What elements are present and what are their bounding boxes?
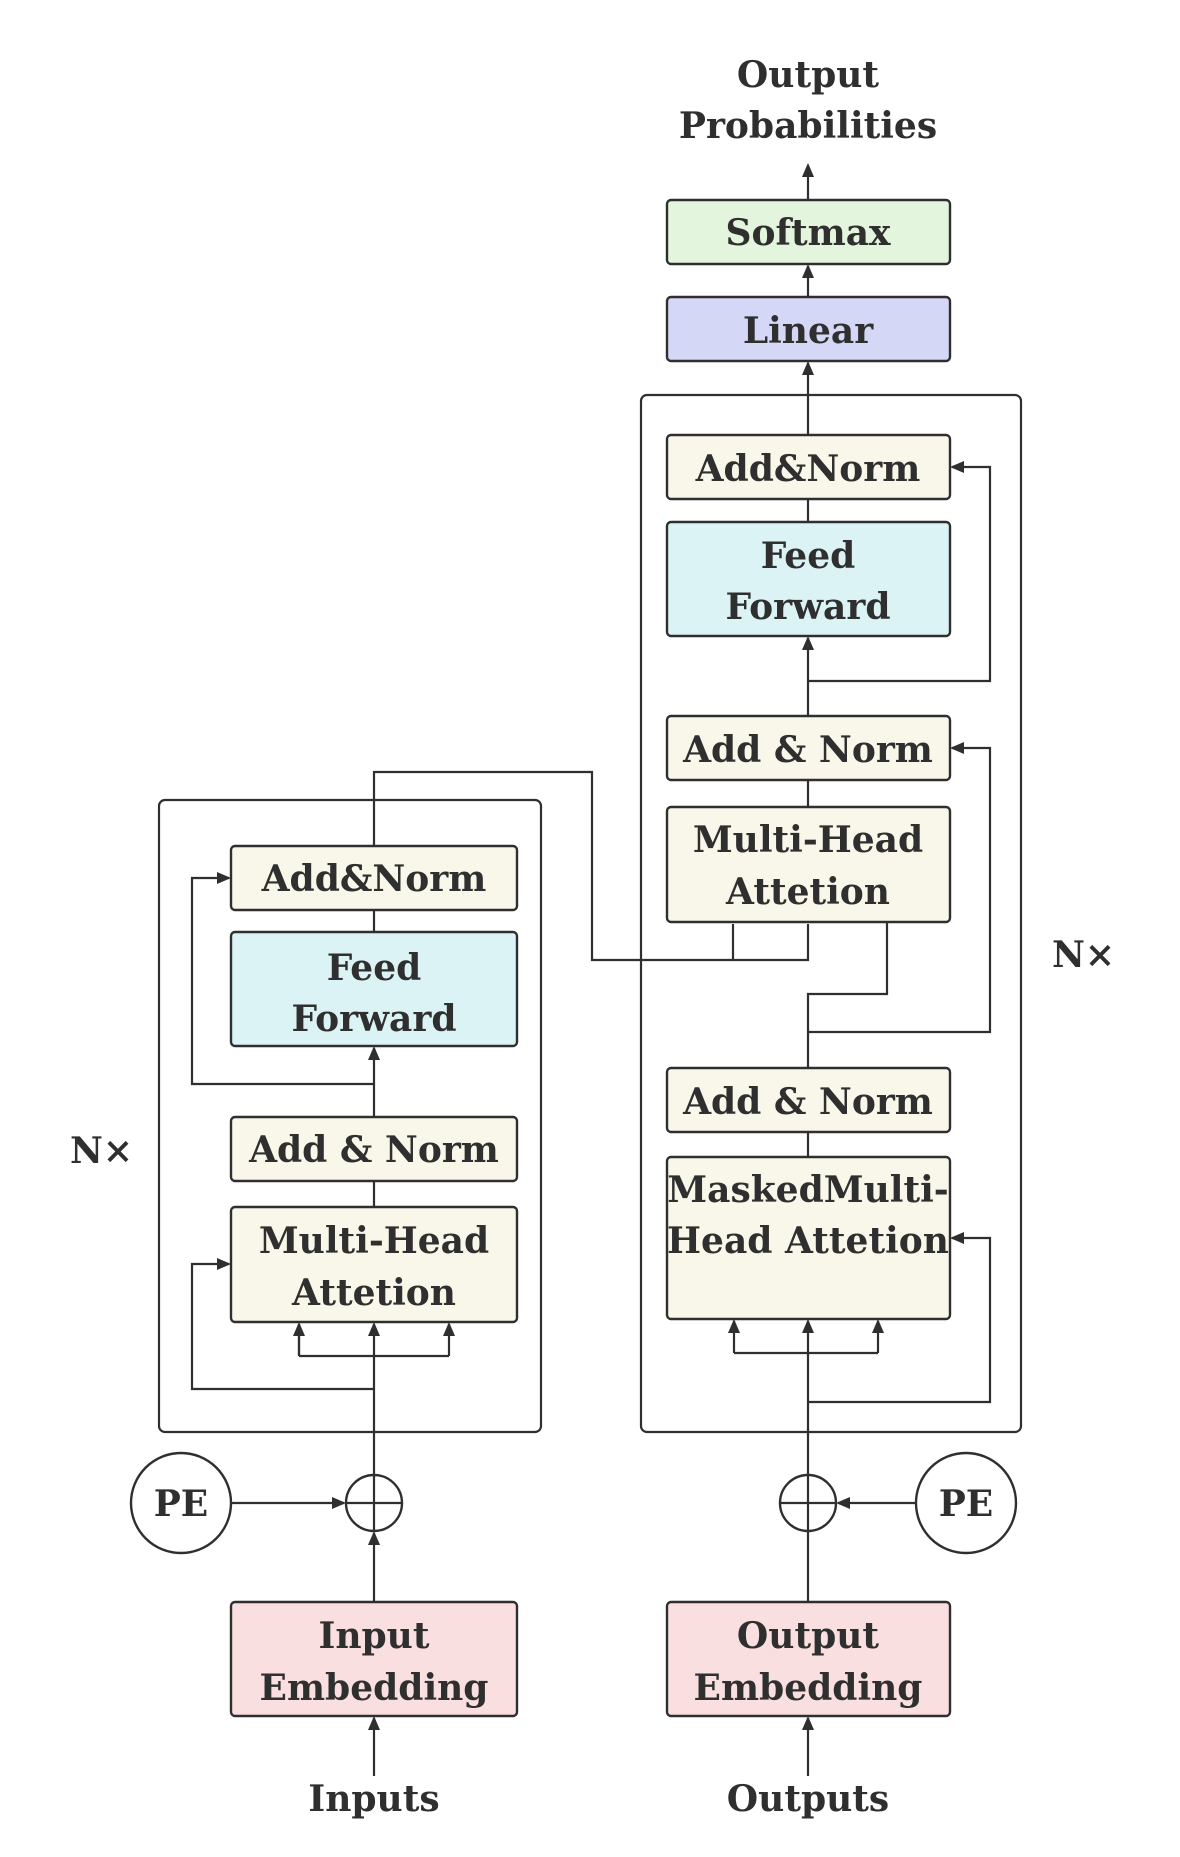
decoder-repeat-label: N× xyxy=(1052,934,1115,976)
encoder-feed-forward: Feed Forward xyxy=(229,930,519,1048)
encoder-mha-label-2: Attetion xyxy=(291,1272,456,1314)
encoder-residual-1 xyxy=(190,1258,374,1391)
decoder: Output Probabilities Softmax Linear Add&… xyxy=(639,54,1115,1820)
decoder-masked-attention-label-1: MaskedMulti- xyxy=(667,1169,948,1211)
decoder-query-path xyxy=(806,922,889,1068)
decoder-residual-3 xyxy=(808,461,992,683)
decoder-add-norm-mid: Add & Norm xyxy=(665,714,952,782)
encoder-input-embedding: Input Embedding xyxy=(229,1600,519,1718)
decoder-block-frame xyxy=(639,393,1023,1434)
decoder-pe-label: PE xyxy=(939,1483,994,1525)
decoder-output-embedding-label-1: Output xyxy=(737,1615,880,1657)
encoder-multi-head-attention: Multi-Head Attetion xyxy=(229,1205,519,1324)
decoder-add-norm-mid-label: Add & Norm xyxy=(682,729,933,771)
softmax-layer: Softmax xyxy=(665,198,952,266)
linear-layer: Linear xyxy=(665,295,952,363)
encoder-add-circle-icon xyxy=(344,1473,404,1533)
encoder-input-embedding-label-2: Embedding xyxy=(260,1667,489,1709)
decoder-masked-attention: MaskedMulti- Head Attetion xyxy=(665,1155,952,1321)
linear-label: Linear xyxy=(743,310,874,352)
decoder-residual-1 xyxy=(808,1232,992,1404)
encoder-add-norm-top: Add&Norm xyxy=(229,844,519,912)
encoder-mha-label-1: Multi-Head xyxy=(259,1220,489,1262)
decoder-cross-attention-label-1: Multi-Head xyxy=(693,819,923,861)
encoder-input-embedding-label-1: Input xyxy=(319,1615,430,1657)
output-probabilities-label-1: Output xyxy=(737,54,880,96)
encoder-positional-encoding: PE xyxy=(129,1451,233,1555)
encoder-feed-forward-label-1: Feed xyxy=(327,947,422,989)
decoder-positional-encoding: PE xyxy=(914,1451,1018,1555)
encoder-residual-2 xyxy=(190,872,374,1086)
decoder-feed-forward-label-2: Forward xyxy=(725,586,890,628)
decoder-cross-attention-label-2: Attetion xyxy=(725,871,890,913)
decoder-cross-attention: Multi-Head Attetion xyxy=(665,805,952,924)
decoder-masked-attention-label-2: Head Attetion xyxy=(667,1220,949,1262)
softmax-label: Softmax xyxy=(725,212,891,254)
decoder-feed-forward: Feed Forward xyxy=(665,520,952,638)
encoder-add-norm-bottom-label: Add & Norm xyxy=(248,1129,499,1171)
encoder-add-norm-top-label: Add&Norm xyxy=(261,858,487,900)
encoder-pe-label: PE xyxy=(154,1483,209,1525)
decoder-outputs-label: Outputs xyxy=(727,1778,889,1820)
decoder-add-norm-bottom-label: Add & Norm xyxy=(682,1081,933,1123)
decoder-add-norm-top: Add&Norm xyxy=(665,433,952,501)
decoder-output-embedding: Output Embedding xyxy=(665,1600,952,1718)
decoder-feed-forward-label-1: Feed xyxy=(761,535,856,577)
encoder-add-norm-bottom: Add & Norm xyxy=(229,1115,519,1183)
encoder-inputs-label: Inputs xyxy=(308,1778,439,1820)
decoder-add-circle-icon xyxy=(778,1473,838,1533)
encoder-block-frame xyxy=(157,798,543,1434)
encoder-repeat-label: N× xyxy=(70,1130,133,1172)
encoder: Add&Norm Feed Forward Add & Norm Multi-H… xyxy=(70,770,810,1820)
encoder-to-decoder-memory xyxy=(372,770,810,962)
decoder-output-embedding-label-2: Embedding xyxy=(694,1667,923,1709)
decoder-add-norm-top-label: Add&Norm xyxy=(695,448,921,490)
output-probabilities-label-2: Probabilities xyxy=(679,105,937,147)
decoder-residual-2 xyxy=(808,742,992,1034)
decoder-add-norm-bottom: Add & Norm xyxy=(665,1066,952,1134)
encoder-feed-forward-label-2: Forward xyxy=(291,998,456,1040)
